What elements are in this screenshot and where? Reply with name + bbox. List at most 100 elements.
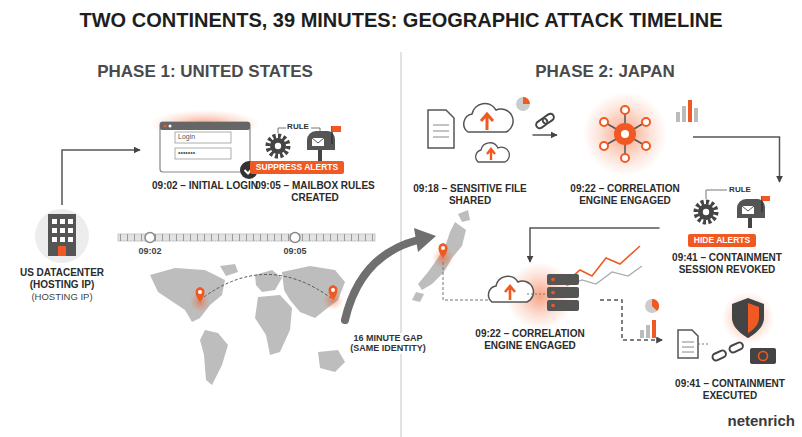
timeline-bar-part	[145, 233, 155, 243]
event-caption: 09:41 – CONTAINMENT SESSION REVOKED	[660, 252, 795, 276]
timeline-bar	[118, 233, 375, 243]
alert-tag-text: HIDE ALERTS	[694, 236, 750, 245]
transfer-arrow-part	[345, 240, 418, 320]
flow-line	[698, 344, 710, 345]
building-icon-part	[52, 237, 57, 242]
link-icon	[535, 112, 555, 129]
map-pin-part	[331, 288, 335, 292]
correlation-hub-icon	[583, 92, 667, 176]
document-icon-part	[682, 352, 694, 353]
event-group: 09:02 – INITIAL LOGIN	[140, 118, 270, 192]
link-icon-part	[541, 112, 555, 125]
building-icon-part	[60, 237, 65, 242]
mailbox-icon-part	[312, 138, 324, 146]
event-subcaption: (HOSTING IP)	[6, 291, 118, 302]
event-group: 09:22 – CORRELATION ENGINE ENGAGED	[557, 92, 693, 207]
map-pin-part	[441, 246, 445, 250]
time-tick: 09:05	[283, 246, 306, 256]
mailbox-icon	[737, 196, 770, 228]
bar-chart-icon-part	[646, 325, 650, 338]
bar-chart-icon	[676, 100, 698, 122]
gear-icon-part	[698, 204, 714, 220]
bar-chart-icon-part	[682, 106, 686, 122]
world-map-part	[282, 266, 345, 318]
event-group: 09:18 – SENSITIVE FILE SHARED	[408, 95, 533, 207]
bar-chart-icon-part	[688, 100, 692, 122]
mailbox-icon-part	[742, 206, 754, 214]
mailbox-icon-part	[318, 150, 322, 161]
cloud-server-icon-part	[551, 278, 555, 282]
cloud-server-icon-part	[547, 274, 579, 285]
event-group: 09:41 – CONTAINMENT EXECUTED	[663, 290, 798, 402]
cloud-upload-icon-part	[481, 114, 493, 130]
bar-chart-icon-part	[640, 330, 644, 338]
document-icon-part	[428, 110, 454, 148]
transfer-arrow	[345, 228, 436, 320]
cloud-server-icon-part	[551, 291, 555, 295]
event-group: US DATACENTER (HOSTING IP)(HOSTING IP)	[6, 205, 118, 302]
document-icon-part	[678, 330, 698, 358]
diagram-title: TWO CONTINENTS, 39 MINUTES: GEOGRAPHIC A…	[80, 9, 723, 32]
world-map-part	[200, 330, 228, 385]
mailbox-icon-part	[312, 138, 324, 143]
building-icon-part	[68, 228, 73, 233]
world-map-part	[220, 264, 238, 276]
correlation-hub-icon-part	[583, 92, 667, 176]
correlation-hub-icon-part	[600, 106, 650, 162]
correlation-hub-icon-part-part	[642, 142, 650, 150]
pie-chart-icon	[516, 97, 530, 111]
brand-logo: netenrich	[727, 412, 795, 429]
document-icon-part	[433, 137, 449, 138]
gear-icon-part	[270, 138, 286, 154]
map-pin-part	[198, 290, 202, 294]
phase-heading: PHASE 2: JAPAN	[535, 62, 675, 82]
building-icon-part	[35, 209, 89, 263]
login-window-icon-part	[169, 125, 172, 128]
cloud-server-icon	[488, 262, 579, 330]
cloud-server-icon-part	[547, 300, 579, 311]
mailbox-icon-part	[762, 196, 770, 201]
event-caption: 09:41 – CONTAINMENT EXECUTED	[663, 378, 798, 402]
mailbox-icon-part	[737, 199, 765, 218]
pie-chart-icon	[645, 299, 659, 313]
japan-map	[412, 210, 470, 302]
building-icon-part	[52, 228, 57, 233]
alert-tag: SUPPRESS ALERTS	[250, 161, 344, 174]
bar-chart-icon	[640, 320, 656, 338]
correlation-hub-icon-part-part	[621, 154, 629, 162]
correlation-hub-icon-part	[621, 130, 629, 138]
rule-label: RULE	[287, 122, 309, 131]
world-map-part	[255, 295, 292, 355]
event-group: 09:41 – CONTAINMENT SESSION REVOKED	[660, 182, 795, 276]
gear-icon	[696, 202, 716, 222]
mailbox-icon-part	[748, 218, 752, 228]
broken-chain-icon-part	[711, 349, 727, 361]
login-window-icon-part	[160, 122, 250, 172]
login-window-icon-part	[175, 148, 231, 159]
map-pin-part	[439, 243, 448, 258]
cloud-upload-icon-part	[476, 143, 510, 162]
cloud-server-icon-part	[488, 276, 533, 302]
login-window-icon-part	[175, 132, 231, 143]
alert-tag: HIDE ALERTS	[688, 234, 756, 247]
document-icon-part	[682, 342, 694, 343]
building-icon-part	[60, 228, 65, 233]
cloud-upload-icon-part	[464, 104, 513, 132]
event-caption: 09:22 – CORRELATION ENGINE ENGAGED	[460, 328, 600, 352]
correlation-hub-icon-part-part	[600, 142, 608, 150]
correlation-hub-icon-part	[604, 110, 646, 158]
shield-icon	[722, 292, 774, 344]
pie-chart-icon-part	[523, 97, 530, 104]
cloud-server-icon-part	[551, 304, 555, 308]
document-icon	[678, 330, 698, 358]
correlation-hub-icon-part-part	[621, 106, 629, 114]
japan-map-part	[412, 292, 424, 302]
gear-icon-part	[703, 209, 709, 215]
building-icon-part	[68, 219, 73, 224]
world-map	[150, 264, 345, 385]
cloud-server-icon-part	[505, 286, 515, 300]
flow-connector	[600, 300, 663, 340]
bar-chart-icon-part	[652, 320, 656, 338]
rule-link-line	[706, 190, 727, 199]
mailbox-icon-part	[332, 126, 341, 132]
